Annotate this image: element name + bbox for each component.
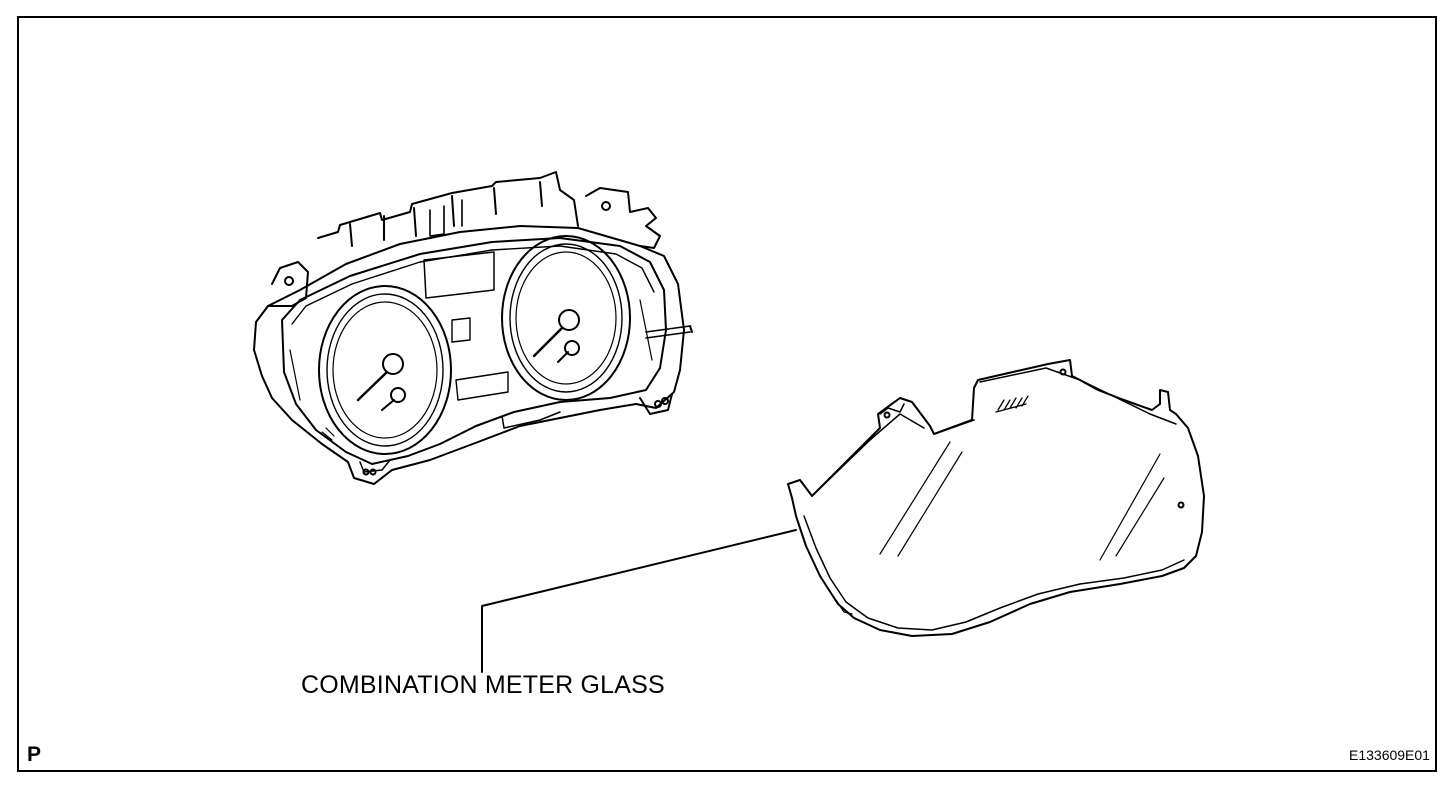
combination-meter-glass bbox=[787, 359, 1205, 637]
corner-mark-left: P bbox=[27, 743, 42, 766]
diagram-frame bbox=[17, 16, 1437, 772]
callout-leader bbox=[481, 529, 797, 673]
combination-meter-assembly bbox=[253, 171, 693, 485]
figure-id: E133609E01 bbox=[1349, 747, 1430, 763]
callout-label-combination-meter-glass: COMBINATION METER GLASS bbox=[301, 671, 665, 699]
